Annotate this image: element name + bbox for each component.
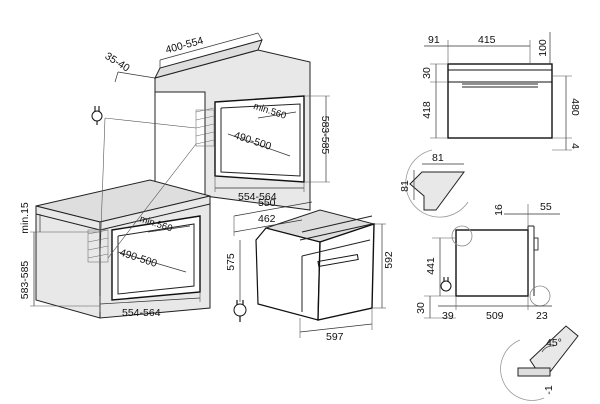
column-cabinet [154,39,311,211]
dim-35-40: 35-40 [103,50,132,74]
dim-441: 441 [425,257,437,275]
dim-480: 480 [569,98,581,116]
dim-30-side: 30 [415,302,427,314]
side-view-dimensions: 16 55 441 30 39 509 23 [415,201,560,322]
dim-45deg: 45° [546,337,562,349]
dim-550: 550 [258,197,276,209]
dim-418: 418 [421,101,433,119]
dim-39: 39 [442,310,454,322]
dim-509: 509 [486,310,504,322]
plug-icon [233,300,247,322]
dim-55: 55 [540,201,552,213]
dim-554-564-bot: 554-564 [122,307,161,319]
front-view [447,63,553,139]
dim-30-front: 30 [421,67,433,79]
dim-23: 23 [536,310,548,322]
dim-81-h: 81 [432,152,444,164]
plug-icon [91,106,103,125]
oven-perspective [255,209,376,321]
detail-circle-81: 81 81 [399,149,469,218]
dim-min15: min.15 [19,202,31,234]
dim-462: 462 [258,213,276,225]
detail-circle-45: 45° -1 [500,325,579,401]
dim-415: 415 [478,34,496,46]
front-view-dimensions: 91 415 100 30 418 480 4 [421,32,581,151]
dim-597: 597 [326,331,344,343]
dim-4: 4 [569,143,581,149]
dim-16: 16 [493,204,505,216]
dim-583-585-left: 583-585 [19,261,31,300]
dim-583-585-top: 583-585 [319,116,331,155]
dim-91: 91 [428,34,440,46]
dim-592: 592 [383,251,395,269]
dim-554-564-top: 554-564 [238,191,277,203]
oven-perspective-dimensions: 550 462 575 592 597 [225,197,395,343]
dim-81-v: 81 [399,180,411,192]
dim-minus1: -1 [543,385,555,394]
dim-100: 100 [537,39,549,57]
dim-575: 575 [225,253,237,271]
side-view-plug-icon [440,277,452,292]
side-view [451,225,551,307]
undercounter-cabinet [35,179,211,319]
